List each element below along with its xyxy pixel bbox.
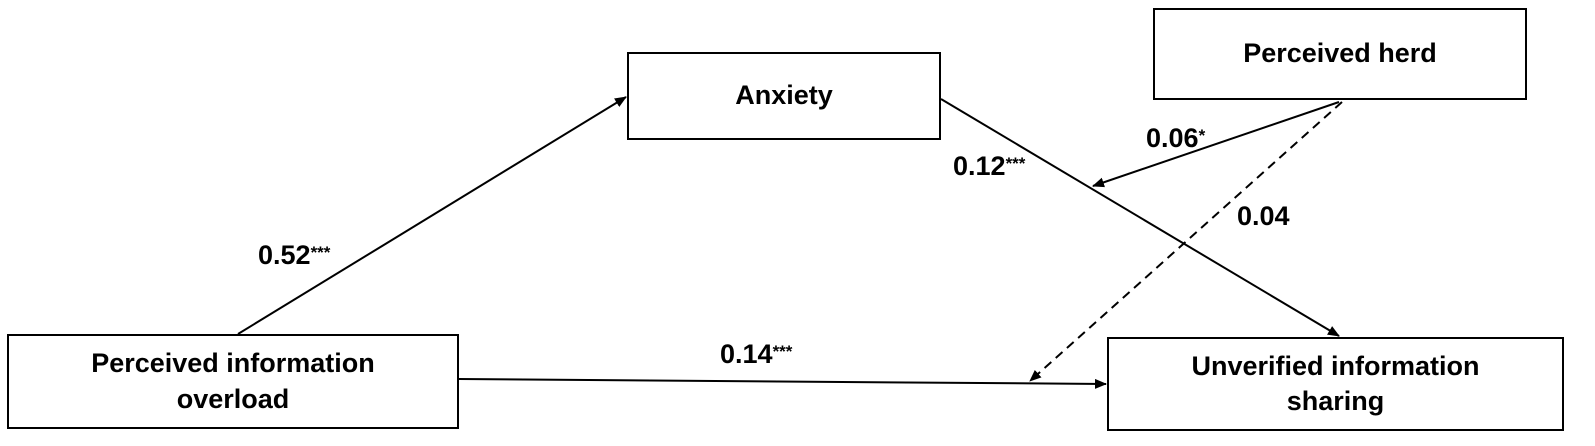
coef-anxiety-to-sharing: 0.12*** bbox=[953, 151, 1025, 182]
anxiety-label: Anxiety bbox=[735, 80, 833, 111]
coef-value: 0.14 bbox=[720, 339, 773, 369]
significance-stars: *** bbox=[772, 342, 793, 361]
arrow-herd-moderation bbox=[1092, 101, 1340, 188]
arrow-overload-to-anxiety bbox=[237, 96, 627, 335]
anxiety-box: Anxiety bbox=[627, 52, 941, 140]
significance-stars: *** bbox=[1005, 154, 1026, 173]
perceived-herd-box: Perceived herd bbox=[1153, 8, 1527, 100]
arrow-overload-to-sharing bbox=[458, 378, 1107, 389]
coef-value: 0.06 bbox=[1146, 123, 1199, 153]
perceived-herd-label: Perceived herd bbox=[1243, 38, 1437, 69]
coef-herd-to-sharing: 0.04 bbox=[1237, 201, 1290, 232]
significance-stars: *** bbox=[310, 243, 331, 262]
perceived-information-overload-box: Perceived information overload bbox=[7, 334, 459, 429]
coef-value: 0.04 bbox=[1237, 201, 1290, 231]
unverified-information-sharing-box: Unverified information sharing bbox=[1107, 337, 1564, 431]
coef-herd-moderation: 0.06* bbox=[1146, 123, 1205, 154]
significance-stars: * bbox=[1198, 126, 1206, 145]
arrow-herd-to-sharing-dashed bbox=[1029, 101, 1343, 382]
arrow-anxiety-to-sharing bbox=[940, 98, 1340, 337]
coef-value: 0.12 bbox=[953, 151, 1006, 181]
unverified-information-sharing-label: Unverified information sharing bbox=[1191, 350, 1480, 416]
perceived-information-overload-label: Perceived information overload bbox=[91, 348, 375, 414]
coef-value: 0.52 bbox=[258, 240, 311, 270]
coef-overload-to-sharing: 0.14*** bbox=[720, 339, 792, 370]
coef-overload-to-anxiety: 0.52*** bbox=[258, 240, 330, 271]
